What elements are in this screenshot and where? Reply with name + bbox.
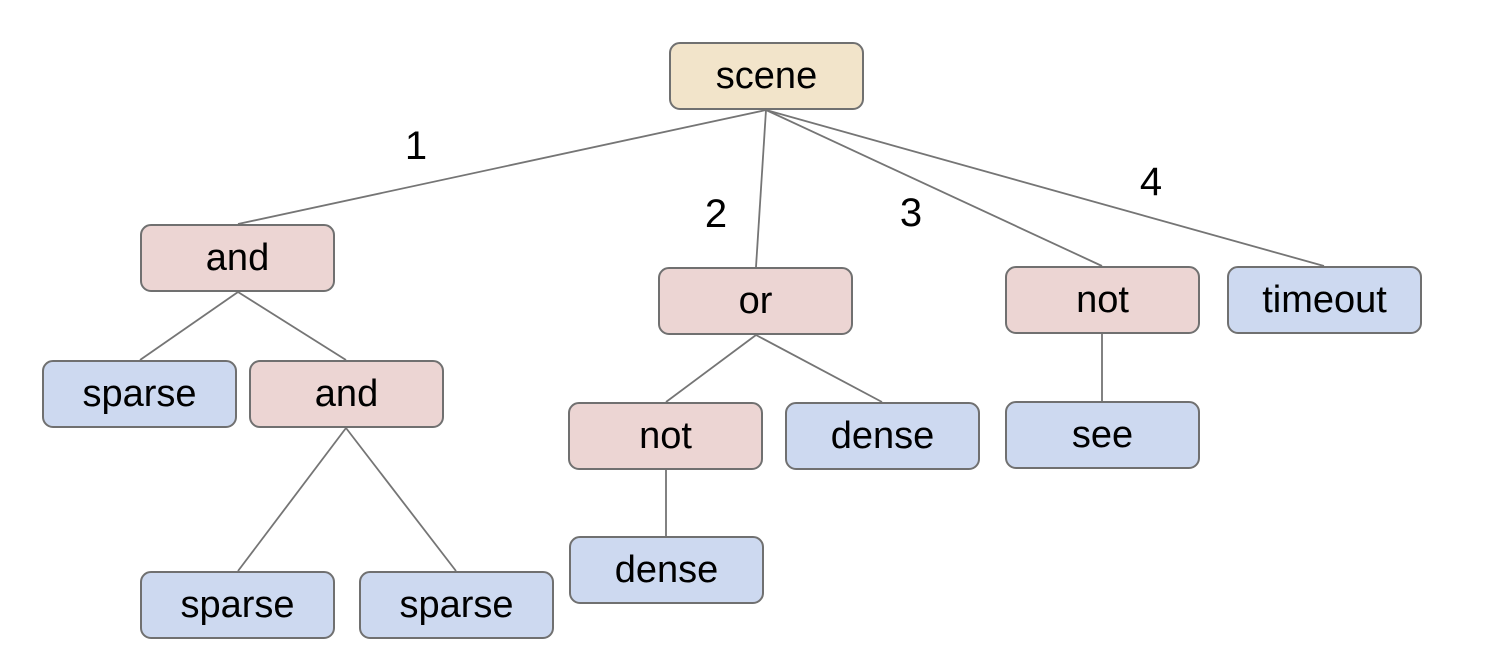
tree-node-and-1[interactable]: and: [140, 224, 335, 292]
tree-node-sparse-1[interactable]: sparse: [42, 360, 237, 428]
tree-node-see[interactable]: see: [1005, 401, 1200, 469]
node-label: sparse: [180, 584, 295, 626]
node-label: and: [314, 373, 379, 415]
edge-or-not-2: [665, 334, 757, 403]
node-label: sparse: [82, 373, 197, 415]
node-label: and: [205, 237, 270, 279]
edge-and1-sparse-1: [139, 291, 239, 361]
tree-node-sparse-3[interactable]: sparse: [359, 571, 554, 639]
tree-node-or[interactable]: or: [658, 267, 853, 335]
edge-and2-sparse-3: [345, 427, 457, 572]
edge-label-1: 1: [404, 124, 428, 168]
edge-and1-and-2: [237, 291, 347, 361]
edge-scene-and-1: [237, 109, 767, 225]
node-label: or: [738, 280, 773, 322]
node-label: timeout: [1262, 279, 1387, 321]
edge-label-4: 4: [1139, 160, 1163, 204]
tree-node-dense-2[interactable]: dense: [569, 536, 764, 604]
tree-node-not-1[interactable]: not: [1005, 266, 1200, 334]
node-label: see: [1071, 414, 1134, 456]
edge-scene-or: [755, 109, 767, 268]
edge-label-3: 3: [899, 191, 923, 235]
node-label: not: [639, 415, 692, 457]
tree-node-timeout[interactable]: timeout: [1227, 266, 1422, 334]
node-label: scene: [715, 55, 818, 97]
node-label: not: [1076, 279, 1129, 321]
node-label: sparse: [399, 584, 514, 626]
tree-node-sparse-2[interactable]: sparse: [140, 571, 335, 639]
edge-scene-timeout: [765, 109, 1325, 267]
tree-node-not-2[interactable]: not: [568, 402, 763, 470]
tree-node-dense-1[interactable]: dense: [785, 402, 980, 470]
edge-or-dense-1: [755, 334, 883, 403]
edge-label-2: 2: [704, 192, 728, 236]
tree-node-scene[interactable]: scene: [669, 42, 864, 110]
tree-node-and-2[interactable]: and: [249, 360, 444, 428]
edge-scene-not-1: [765, 109, 1103, 267]
edge-and2-sparse-2: [237, 427, 347, 572]
node-label: dense: [830, 415, 935, 457]
node-label: dense: [614, 549, 719, 591]
